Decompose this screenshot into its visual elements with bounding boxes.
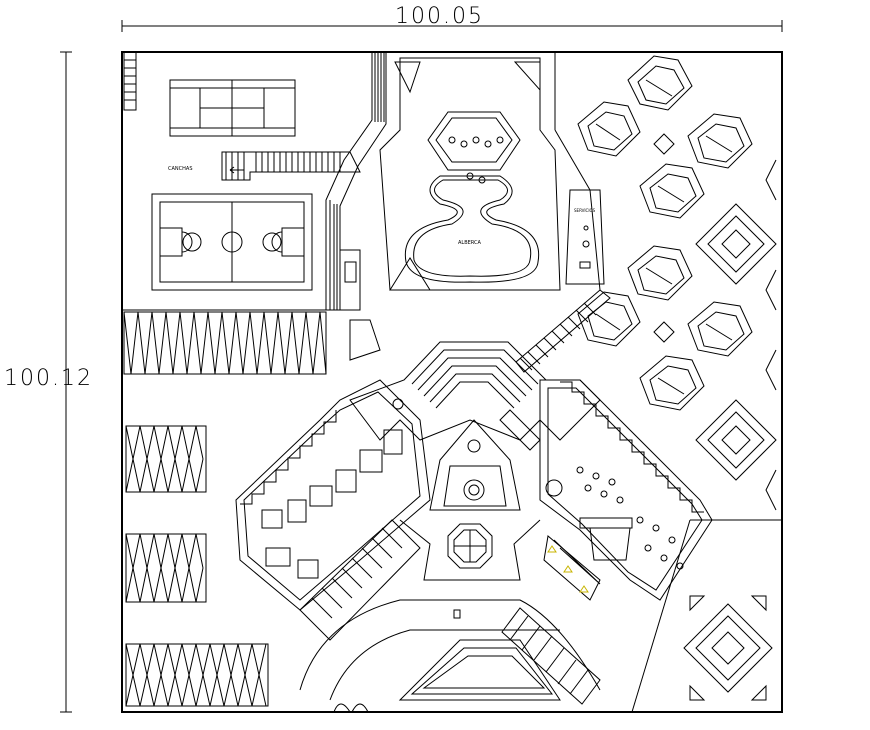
bungalow-6 <box>577 291 641 347</box>
court-service-block <box>339 249 361 311</box>
hub-courtyard <box>429 419 521 511</box>
bungalow-1 <box>627 55 693 111</box>
zone-dividers <box>122 52 782 713</box>
garden-diamond-1 <box>695 203 777 285</box>
east-wing <box>499 379 713 601</box>
bungalow-8 <box>639 355 705 411</box>
bungalow-4 <box>639 163 705 219</box>
tennis-court <box>169 79 296 137</box>
west-wing <box>235 379 431 641</box>
main-gate <box>333 703 369 713</box>
width-dimension-label: 100.05 <box>395 4 484 29</box>
height-dimension-label: 100.12 <box>4 366 93 391</box>
bungalow-5 <box>627 245 693 301</box>
dimension-lines <box>60 20 783 713</box>
pool-pavilion <box>427 111 521 184</box>
site-boundary <box>121 51 783 713</box>
diamond-marker-1 <box>653 133 675 155</box>
garden-diamond-3 <box>683 595 773 701</box>
diamond-marker-2 <box>653 321 675 343</box>
hub-south-stair <box>543 535 601 601</box>
services-block <box>565 189 605 285</box>
hub-east-stair <box>515 289 611 373</box>
garden-diamond-2 <box>695 399 777 481</box>
north-stair <box>325 52 387 310</box>
parking-row-1 <box>123 311 327 375</box>
octagon-lobby <box>399 519 541 581</box>
services-label: SERVICIOS <box>574 208 596 213</box>
bungalow-7 <box>687 301 753 357</box>
parking-row-4 <box>125 643 269 707</box>
bungalow-2 <box>577 101 641 157</box>
courts-bleachers <box>221 151 361 181</box>
basketball-court <box>151 193 313 291</box>
pool-inner <box>413 179 532 277</box>
parking-row-3 <box>125 533 207 603</box>
courts-label: CANCHAS <box>168 166 193 172</box>
pool-label: ALBERCA <box>458 240 482 246</box>
entry-stair <box>123 51 137 111</box>
east-edge-planters <box>765 159 777 511</box>
pool-outline <box>404 175 540 283</box>
pool-area <box>379 57 561 291</box>
parking-row-2 <box>125 425 207 493</box>
south-plaza <box>299 599 601 705</box>
bungalow-3 <box>687 113 753 169</box>
